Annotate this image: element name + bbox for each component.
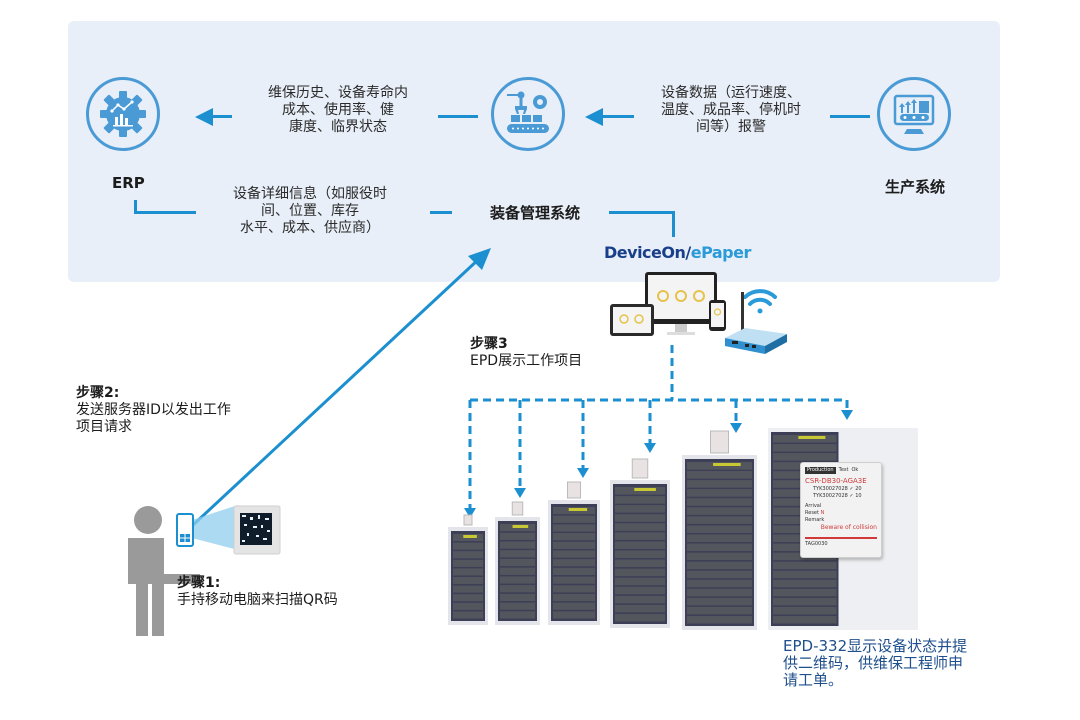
step1-text: 手持移动电脑来扫描QR码: [177, 592, 338, 608]
person-icon: [128, 506, 200, 636]
erp-label: ERP: [112, 174, 145, 192]
scan-beam: [192, 505, 238, 550]
equipment-mgmt-node-circle: [491, 77, 565, 151]
epd-label: Arrival: [805, 503, 822, 509]
connector-line: [438, 115, 478, 118]
connector-line: [134, 211, 196, 214]
flow-line: 康度、临界状态: [289, 119, 387, 135]
epd-warning: Beware of collision: [820, 524, 877, 531]
server-rack: [448, 514, 488, 625]
arrow-to-erp-line: [212, 115, 232, 118]
equipment-mgmt-label: 装备管理系统: [489, 204, 580, 222]
server-rack: [768, 428, 918, 630]
system-integration-panel: [68, 21, 1000, 282]
server-rack: [495, 501, 540, 625]
step2-title: 步骤2:: [76, 385, 120, 401]
step2-text-line: 发送服务器ID以发出工作: [76, 402, 231, 418]
flow-text-erp-mgmt: 设备详细信息（如服役时 间、位置、库存 水平、成本、供应商）: [200, 186, 420, 237]
epd-tabs: Production Test Ok: [805, 467, 877, 474]
connector-line: [609, 211, 675, 214]
flow-line: 温度、成品率、停机时: [661, 102, 801, 118]
server-rack: [610, 458, 670, 628]
epd-label: Remark: [805, 517, 825, 523]
step2-block: 步骤2: 发送服务器ID以发出工作 项目请求: [76, 385, 231, 436]
qr-code-display: [233, 505, 281, 555]
step3-title: 步骤3: [470, 336, 508, 352]
smartphone: [709, 300, 726, 331]
arrow-to-erp-head: [195, 108, 213, 126]
flow-line: 间等）报警: [696, 119, 766, 135]
connector-line: [672, 211, 675, 237]
epd-332-display: Production Test Ok CSR-DB30-AGA3E TYK300…: [800, 462, 882, 558]
epd-caption-line: 请工单。: [783, 671, 844, 689]
arrow-to-mgmt-head: [585, 108, 603, 126]
erp-node-circle: [86, 77, 160, 151]
epd-row: TYK30027028 ✓ 10: [813, 493, 862, 499]
epd-tab: Test: [838, 467, 849, 473]
deviceon-epaper-logo: DeviceOn/ePaper: [604, 243, 751, 262]
step1-block: 步骤1: 手持移动电脑来扫描QR码: [177, 575, 338, 609]
person-scanning-illustration: [128, 505, 281, 636]
epd-tab: Production: [805, 467, 836, 474]
epd-caption: EPD-332显示设备状态并提 供二维码，供维保工程师申 请工单。: [783, 638, 967, 689]
flow-line: 设备数据（运行速度、: [661, 85, 801, 101]
epd-tab: Ok: [851, 467, 859, 473]
flow-line: 水平、成本、供应商）: [240, 220, 380, 236]
dashed-connectors: [468, 345, 849, 510]
robot-arm-conveyor-icon: [507, 91, 549, 133]
connector-line: [134, 200, 137, 214]
flow-line: 设备详细信息（如服役时: [233, 186, 387, 202]
gateway-router: [725, 292, 787, 354]
dashed-arrowheads: [464, 410, 853, 518]
epd-row: TYK30027028 ✓ 20: [813, 486, 862, 492]
wifi-icon: [743, 289, 777, 314]
server-rack: [548, 481, 600, 625]
desktop-monitor: [645, 272, 717, 335]
monitor-conveyor-icon: [893, 94, 935, 134]
step2-text-line: 项目请求: [76, 419, 132, 435]
gear-chart-icon: [100, 91, 146, 137]
step2-arrowhead: [468, 248, 491, 270]
epd-reset-value: N: [820, 510, 825, 516]
epd-caption-line: 供二维码，供维保工程师申: [783, 654, 964, 672]
epd-model: CSR-DB30-AGA3E: [805, 477, 867, 485]
epd-tag: TAG0030: [805, 537, 877, 548]
epd-tag-small: [463, 514, 473, 526]
production-label: 生产系统: [884, 178, 945, 196]
epd-tag-small: [567, 481, 581, 499]
server-rack: [682, 430, 757, 630]
flow-line: 成本、使用率、健: [282, 102, 394, 118]
mobile-phone-icon: [176, 513, 194, 547]
arrow-to-mgmt-line: [602, 115, 634, 118]
brand-part2: ePaper: [690, 243, 752, 262]
connector-line: [830, 115, 870, 118]
step1-title: 步骤1:: [177, 575, 221, 591]
brand-part1: DeviceOn/: [604, 243, 691, 262]
flow-text-production-to-mgmt: 设备数据（运行速度、 温度、成品率、停机时 间等）报警: [636, 85, 826, 136]
tablet: [610, 304, 654, 336]
devices-illustration: [610, 272, 787, 354]
epd-caption-line: EPD-332显示设备状态并提: [783, 637, 968, 655]
step3-text: EPD展示工作项目: [470, 353, 583, 369]
epd-tag-small: [710, 430, 729, 454]
flow-line: 间、位置、库存: [261, 203, 359, 219]
flow-line: 维保历史、设备寿命内: [268, 85, 408, 101]
connector-line: [430, 211, 452, 214]
epd-tag-small: [511, 501, 524, 516]
epd-label: Reset: [805, 510, 819, 516]
flow-text-mgmt-to-erp: 维保历史、设备寿命内 成本、使用率、健 康度、临界状态: [238, 85, 438, 136]
production-node-circle: [877, 77, 951, 151]
epd-tag-small: [631, 458, 649, 479]
step3-block: 步骤3 EPD展示工作项目: [470, 336, 582, 370]
